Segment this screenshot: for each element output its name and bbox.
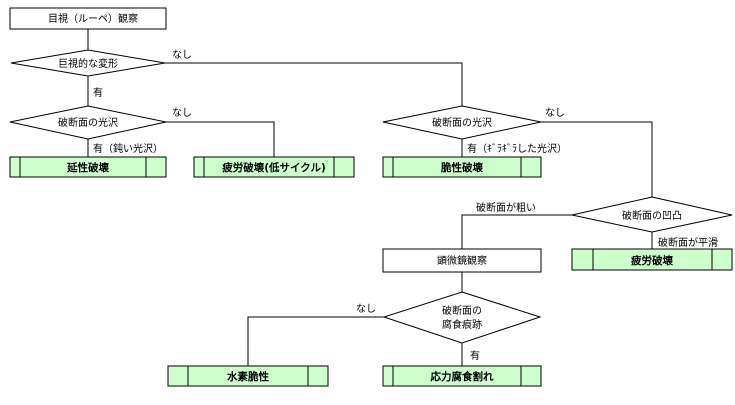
edge-label-luster-left-no: なし (172, 107, 192, 119)
result-fatigue-fracture: 疲労破壊 (571, 248, 733, 271)
result-fatigue-fracture-label: 疲労破壊 (631, 254, 673, 267)
result-ductile-fracture-label: 延性破壊 (66, 161, 109, 174)
edge-luster-right-no (541, 121, 653, 197)
result-hydrogen-embrittlement: 水素脆性 (167, 365, 329, 387)
decision-corrosion-label-line2: 腐食痕跡 (442, 318, 482, 331)
edge-labels: なし 有 なし 有（鈍い光沢） なし 有（ｷﾞﾗｷﾞﾗした光沢） 破断面が粗い … (93, 49, 718, 362)
node-microscope-observation-label: 顕微鏡観察 (437, 254, 487, 267)
edge-label-rough: 破断面が粗い (476, 201, 536, 214)
decision-luster-right-label: 破断面の光沢 (432, 116, 492, 129)
edge-label-luster-right-yes: 有（ｷﾞﾗｷﾞﾗした光沢） (467, 142, 567, 155)
edge-label-smooth: 破断面が平滑 (658, 236, 718, 249)
result-brittle-fracture-label: 脆性破壊 (440, 161, 483, 174)
decision-luster-left: 破断面の光沢 (9, 105, 167, 140)
edge-label-luster-left-yes: 有（鈍い光沢） (93, 142, 163, 155)
decision-macro-deformation-label: 巨視的な変形 (58, 57, 118, 70)
edge-deformation-no (165, 62, 463, 113)
decision-corrosion-traces: 破断面の 腐食痕跡 (382, 291, 542, 344)
result-low-cycle-fatigue-label: 疲労破壊(低サイクル) (222, 161, 326, 174)
edge-unevenness-rough (461, 214, 572, 249)
decision-fracture-unevenness: 破断面の凹凸 (571, 196, 733, 233)
edge-luster-left-no (166, 121, 275, 157)
decision-corrosion-label-line1: 破断面の (442, 304, 482, 317)
decision-macro-deformation: 巨視的な変形 (10, 49, 166, 77)
node-visual-inspection-label: 目視（ルーペ）観察 (48, 12, 138, 25)
decision-fracture-unevenness-label: 破断面の凹凸 (622, 209, 682, 222)
result-brittle-fracture: 脆性破壊 (382, 156, 542, 178)
edge-label-corrosion-no: なし (356, 303, 376, 315)
node-visual-inspection: 目視（ルーペ）観察 (9, 7, 167, 30)
decision-luster-right: 破断面の光沢 (382, 105, 542, 140)
edge-label-deform-yes: 有 (93, 86, 103, 99)
edge-corrosion-no (247, 316, 384, 366)
result-stress-corrosion-cracking-label: 応力腐食割れ (431, 370, 494, 383)
result-hydrogen-embrittlement-label: 水素脆性 (226, 370, 269, 383)
result-low-cycle-fatigue: 疲労破壊(低サイクル) (193, 156, 355, 178)
result-ductile-fracture: 延性破壊 (9, 156, 167, 178)
result-stress-corrosion-cracking: 応力腐食割れ (382, 365, 542, 387)
node-microscope-observation: 顕微鏡観察 (382, 248, 542, 273)
connectors (87, 29, 653, 366)
edge-label-corrosion-yes: 有 (470, 349, 480, 362)
decision-luster-left-label: 破断面の光沢 (58, 116, 118, 129)
edge-label-luster-right-no: なし (545, 107, 565, 119)
edge-label-deform-no: なし (172, 49, 192, 61)
